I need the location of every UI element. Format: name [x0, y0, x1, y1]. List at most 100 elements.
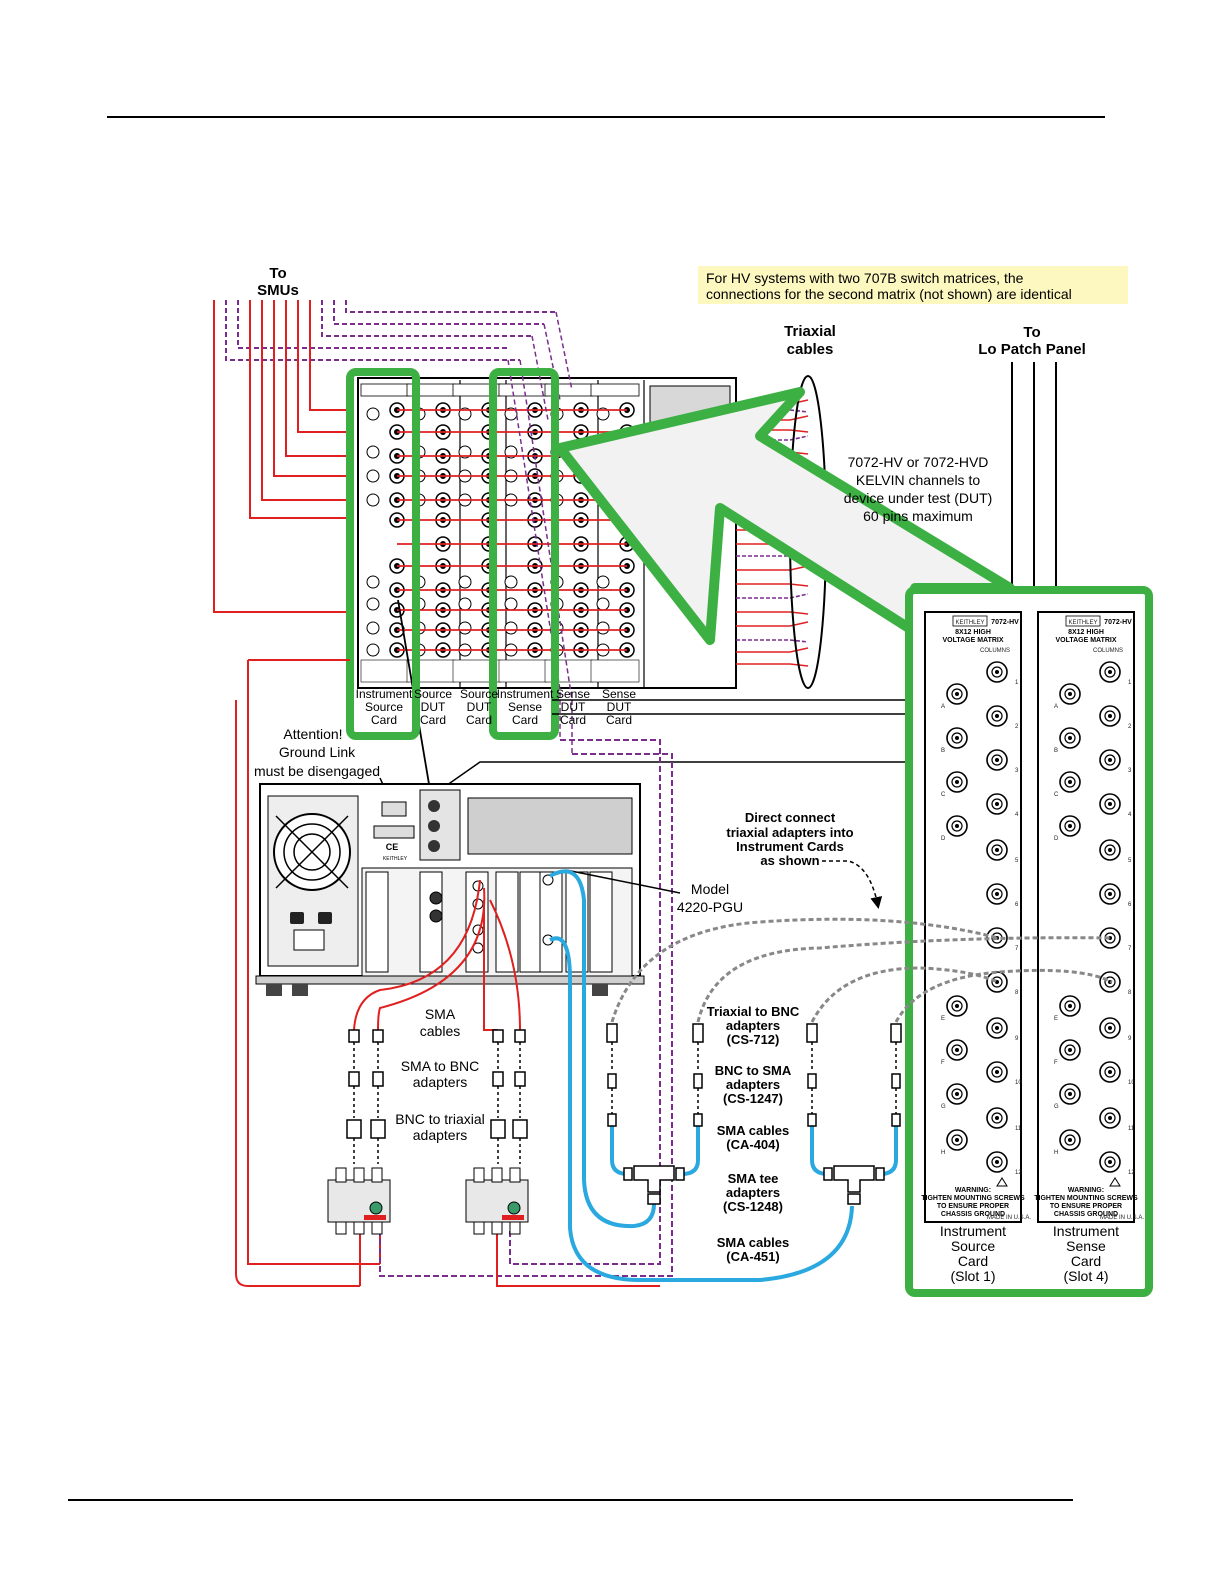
- row-letter: C: [1054, 792, 1059, 798]
- sma-cables-left-1: SMA: [425, 1006, 456, 1022]
- sma-connector-icon: [348, 1029, 360, 1043]
- row-connector-icon: [458, 575, 472, 589]
- footer-rule: [68, 1499, 1073, 1501]
- adapter-stack: [346, 1029, 362, 1164]
- dut-cable: [736, 593, 809, 599]
- highlight-source-card: [346, 368, 420, 740]
- column-number: 1: [1015, 680, 1019, 686]
- warning-text: TO ENSURE PROPER: [1050, 1203, 1122, 1210]
- row-connector-icon: [366, 445, 380, 459]
- direct-connect-2: triaxial adapters into: [726, 825, 853, 840]
- purple-diagonal: [519, 359, 573, 754]
- row-letter: G: [941, 1104, 946, 1110]
- column-number: 1: [1128, 680, 1132, 686]
- row-connector-icon: [366, 493, 380, 507]
- bnc-triax-adapter-icon: [346, 1119, 362, 1139]
- triax-to-bnc-2: adapters: [726, 1018, 780, 1033]
- column-number: 12: [1128, 1170, 1135, 1176]
- sma-cables-left-2: cables: [420, 1023, 460, 1039]
- column-number: 10: [1128, 1080, 1135, 1086]
- column-number: 9: [1128, 1036, 1132, 1042]
- warning-text: TIGHTEN MOUNTING SCREWS: [1034, 1195, 1138, 1202]
- row-connector-icon: [504, 445, 518, 459]
- ce-mark: CE: [386, 842, 399, 852]
- direct-connect-pointer: [822, 860, 883, 909]
- row-letter: H: [1054, 1150, 1058, 1156]
- row-pin: [1068, 1138, 1072, 1142]
- row-letter: H: [941, 1150, 945, 1156]
- made-in-text: MADE IN U.S.A.: [1100, 1215, 1144, 1221]
- row-letter: C: [941, 792, 946, 798]
- row-letter: B: [1054, 748, 1058, 754]
- column-pin: [995, 1160, 999, 1164]
- direct-connect-3: Instrument Cards: [736, 839, 844, 854]
- row-connector-icon: [366, 643, 380, 657]
- row-pin: [1068, 1048, 1072, 1052]
- triax-bnc-adapter-icon: [890, 1023, 902, 1043]
- row-letter: G: [1054, 1104, 1059, 1110]
- column-number: 11: [1015, 1126, 1022, 1132]
- row-letter: E: [1054, 1016, 1058, 1022]
- to-lo-patch-label-1: To: [1023, 324, 1040, 341]
- card-label-line: Card: [371, 713, 397, 727]
- card-warning-plate: [590, 659, 640, 683]
- sma-bnc-adapter-icon: [372, 1071, 384, 1087]
- column-pin: [1108, 892, 1112, 896]
- sma-to-bnc-left-1: SMA to BNC: [401, 1058, 480, 1074]
- chassis-slot: [365, 871, 389, 973]
- warning-text: CHASSIS GROUND: [941, 1211, 1005, 1218]
- row-connector-icon: [458, 407, 472, 421]
- bnc-to-sma-3: (CS-1247): [723, 1091, 783, 1106]
- column-number: 11: [1128, 1126, 1135, 1132]
- sma-tee-2: adapters: [726, 1185, 780, 1200]
- row-connector-icon: [596, 575, 610, 589]
- bias-tee-right: [465, 1167, 529, 1235]
- row-pin: [955, 1048, 959, 1052]
- adapter-stack: [512, 1029, 528, 1164]
- column-pin: [1108, 714, 1112, 718]
- card-title-text: VOLTAGE MATRIX: [942, 637, 1003, 644]
- zoom-card-caption: Instrument: [1053, 1223, 1119, 1239]
- card-label-line: Card: [512, 713, 538, 727]
- keithley-logo-box: [952, 615, 988, 627]
- sma-tee-left: [623, 1165, 685, 1205]
- card-label-line: Source: [460, 687, 498, 701]
- warning-triangle-icon: [996, 1177, 1008, 1187]
- sma-connector-icon: [492, 1029, 504, 1043]
- sma-connector-icon: [514, 1029, 526, 1043]
- red-sma-cables: [353, 879, 521, 1031]
- bnc-triax-adapter-icon: [490, 1119, 506, 1139]
- triaxial-cables-label-2: cables: [787, 341, 834, 358]
- card-label-line: Card: [466, 713, 492, 727]
- card-header-plate: [498, 383, 548, 397]
- column-pin: [995, 1026, 999, 1030]
- card-label-line: Instrument: [356, 687, 413, 701]
- card-label-line: Card: [560, 713, 586, 727]
- dut-cable: [736, 611, 809, 615]
- model-label-2: 4220-PGU: [677, 899, 743, 915]
- column-pin: [995, 670, 999, 674]
- hv-note-box: [698, 266, 1128, 304]
- card-label-line: Sense: [602, 687, 636, 701]
- dut-cable: [736, 647, 809, 653]
- sma-tee-3: (CS-1248): [723, 1199, 783, 1214]
- column-number: 5: [1015, 858, 1019, 864]
- column-number: 2: [1015, 724, 1019, 730]
- zoom-card-caption: Sense: [1066, 1238, 1106, 1254]
- column-pin: [1108, 1070, 1112, 1074]
- adapter-stack-right: [806, 1023, 818, 1127]
- adapter-stacks: [346, 1023, 902, 1164]
- kelvin-note-2: KELVIN channels to: [856, 472, 980, 488]
- column-pin: [1108, 758, 1112, 762]
- triax-to-bnc-1: Triaxial to BNC: [707, 1004, 800, 1019]
- zoom-card-panel: [1037, 611, 1135, 1223]
- chassis-slot: [495, 871, 519, 973]
- bnc-triax-adapter-icon: [370, 1119, 386, 1139]
- kelvin-note-3: device under test (DUT): [844, 490, 993, 506]
- sma-plug-icon: [693, 1113, 703, 1127]
- sma-bnc-adapter-icon: [492, 1071, 504, 1087]
- row-pin: [1068, 824, 1072, 828]
